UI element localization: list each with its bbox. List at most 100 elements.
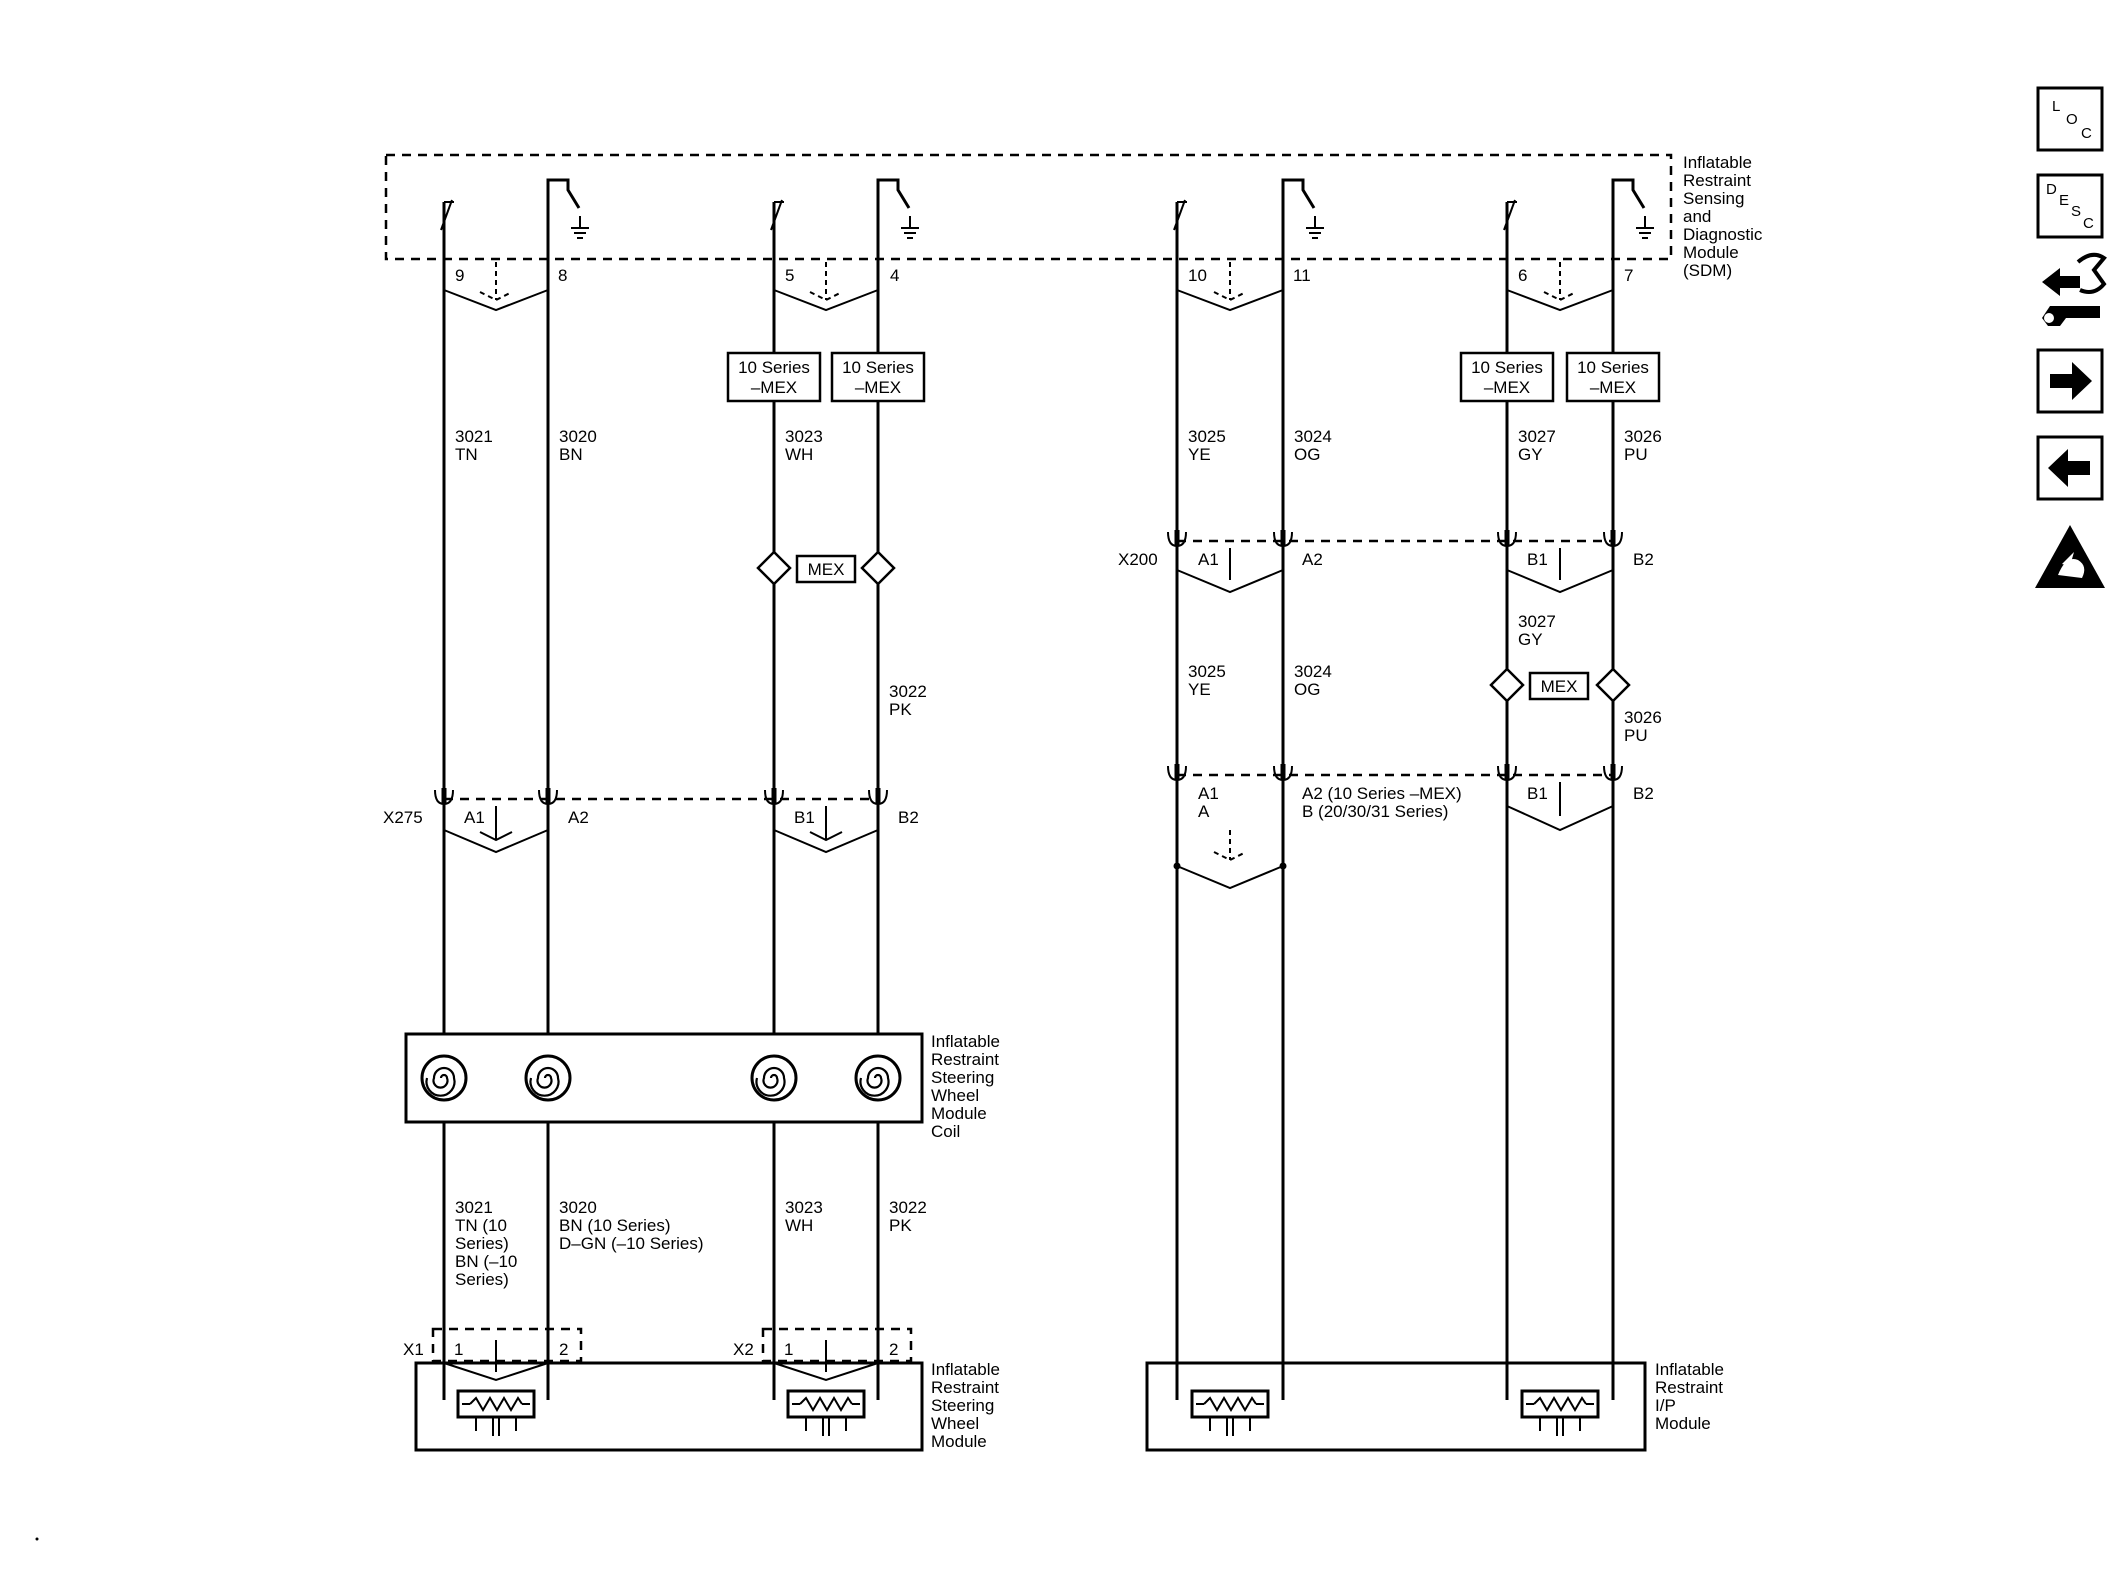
sdm-pin: 4	[890, 266, 899, 285]
connector-pin: 1	[784, 1340, 793, 1359]
connector-name: X200	[1118, 550, 1158, 569]
wire-color: OG	[1294, 680, 1320, 699]
wire-color: PU	[1624, 726, 1648, 745]
svg-text:Restraint: Restraint	[931, 1050, 999, 1069]
sw-module-label: Inflatable Restraint Steering Wheel Modu…	[931, 1360, 1000, 1451]
circuit-number: 3020	[559, 1198, 597, 1217]
sdm-label: Inflatable Restraint Sensing and Diagnos…	[1683, 153, 1763, 280]
sdm-pin: 6	[1518, 266, 1527, 285]
esd-warning-icon[interactable]	[2035, 525, 2105, 588]
svg-text:Restraint: Restraint	[931, 1378, 999, 1397]
connector-pin-alt: B (20/30/31 Series)	[1302, 802, 1448, 821]
sdm-label-line: Module	[1683, 243, 1739, 262]
svg-text:Inflatable: Inflatable	[931, 1032, 1000, 1051]
sdm-pin: 9	[455, 266, 464, 285]
connector-pin: A1	[464, 808, 485, 827]
sdm-pin: 11	[1293, 266, 1311, 285]
wire-labels-bottom: 3021 TN (10 Series) BN (–10 Series) 3020…	[455, 1198, 927, 1289]
circuit-number: 3026	[1624, 427, 1662, 446]
wire-color: PU	[1624, 445, 1648, 464]
circuit-number: 3025	[1188, 662, 1226, 681]
sdm-pin: 7	[1624, 266, 1633, 285]
svg-text:S: S	[2071, 203, 2081, 220]
series-box: 10 Series –MEX	[1565, 351, 1661, 403]
ip-module-label: Inflatable Restraint I/P Module	[1655, 1360, 1724, 1433]
wire-labels-mid-right: 3027 GY 3025 YE 3024 OG 3026 PU	[1188, 612, 1662, 745]
connector-x200-lower: A1 A A2 (10 Series –MEX) B (20/30/31 Ser…	[1168, 764, 1654, 890]
wire-labels-top: 3021 TN 3020 BN 3023 WH 3025 YE 3024 OG …	[455, 427, 1662, 464]
sdm-label-line: and	[1683, 207, 1711, 226]
sdm-internal-circuits	[440, 178, 1655, 290]
sdm-pin: 8	[558, 266, 567, 285]
connector-pin: A2	[1302, 550, 1323, 569]
svg-text:D–GN (–10 Series): D–GN (–10 Series)	[559, 1234, 704, 1253]
connector-pin: 2	[889, 1340, 898, 1359]
wire-color: YE	[1188, 445, 1211, 464]
connector-pin: B1	[1527, 550, 1548, 569]
location-button[interactable]: L O C	[2036, 86, 2104, 152]
sdm-module: Inflatable Restraint Sensing and Diagnos…	[384, 153, 1763, 312]
series-box: 10 Series –MEX	[1459, 351, 1555, 403]
svg-text:E: E	[2059, 192, 2069, 209]
svg-text:Coil: Coil	[931, 1122, 960, 1141]
series-box: 10 Series –MEX	[726, 351, 822, 403]
svg-text:L: L	[2052, 98, 2060, 115]
circuit-number: 3021	[455, 1198, 493, 1217]
circuit-number: 3022	[889, 682, 927, 701]
sdm-label-line: Inflatable	[1683, 153, 1752, 172]
svg-text:Steering: Steering	[931, 1068, 994, 1087]
svg-text:C: C	[2083, 215, 2094, 232]
circuit-number: 3020	[559, 427, 597, 446]
previous-page-button[interactable]	[2036, 435, 2104, 501]
description-button[interactable]: D E S C	[2036, 173, 2104, 239]
wire-color: YE	[1188, 680, 1211, 699]
connector-x200: X200 A1 A2 B1 B2	[1118, 530, 1654, 594]
connector-pin: B1	[794, 808, 815, 827]
svg-text:10 Series: 10 Series	[1471, 358, 1543, 377]
svg-text:Steering: Steering	[931, 1396, 994, 1415]
connector-name: X275	[383, 808, 423, 827]
circuit-number: 3024	[1294, 662, 1332, 681]
svg-text:BN (10 Series): BN (10 Series)	[559, 1216, 670, 1235]
connector-pin: A2	[568, 808, 589, 827]
wire-color: WH	[785, 445, 813, 464]
sdm-label-line: Diagnostic	[1683, 225, 1763, 244]
svg-text:10 Series: 10 Series	[842, 358, 914, 377]
svg-text:BN (–10: BN (–10	[455, 1252, 517, 1271]
svg-text:TN (10: TN (10	[455, 1216, 507, 1235]
connector-name: X2	[733, 1340, 754, 1359]
series-option-boxes: 10 Series –MEX 10 Series –MEX 10 Series …	[726, 351, 1661, 403]
connector-name: X1	[403, 1340, 424, 1359]
next-page-button[interactable]	[2036, 348, 2104, 414]
svg-text:Inflatable: Inflatable	[1655, 1360, 1724, 1379]
svg-text:Module: Module	[1655, 1414, 1711, 1433]
steering-wheel-coil: Inflatable Restraint Steering Wheel Modu…	[404, 1032, 1000, 1141]
sdm-connector-shorting-bars	[443, 262, 1614, 312]
corner-dot	[35, 1537, 39, 1541]
sdm-label-line: (SDM)	[1683, 261, 1732, 280]
sdm-label-line: Restraint	[1683, 171, 1751, 190]
circuit-number: 3023	[785, 1198, 823, 1217]
arrow-left-icon	[2048, 449, 2090, 487]
svg-text:Inflatable: Inflatable	[931, 1360, 1000, 1379]
circuit-number: 3021	[455, 427, 493, 446]
diagnostic-tools-icon[interactable]	[2042, 252, 2107, 326]
arrow-right-icon	[2050, 362, 2092, 400]
circuit-number: 3025	[1188, 427, 1226, 446]
connector-pin: A1	[1198, 784, 1219, 803]
svg-text:Series): Series)	[455, 1270, 509, 1289]
circuit-number: 3027	[1518, 427, 1556, 446]
svg-text:PK: PK	[889, 1216, 912, 1235]
sdm-pin: 5	[785, 266, 794, 285]
svg-text:–MEX: –MEX	[1590, 378, 1636, 397]
svg-text:–MEX: –MEX	[855, 378, 901, 397]
circuit-number: 3022	[889, 1198, 927, 1217]
circuit-number: 3024	[1294, 427, 1332, 446]
svg-text:O: O	[2066, 111, 2078, 128]
wire-color: OG	[1294, 445, 1320, 464]
connector-pin: B2	[1633, 784, 1654, 803]
svg-text:10 Series: 10 Series	[1577, 358, 1649, 377]
svg-text:Module: Module	[931, 1104, 987, 1123]
steering-wheel-module: X1 1 2 X2 1 2 Inflatable Restraint Steer…	[403, 1327, 1000, 1452]
